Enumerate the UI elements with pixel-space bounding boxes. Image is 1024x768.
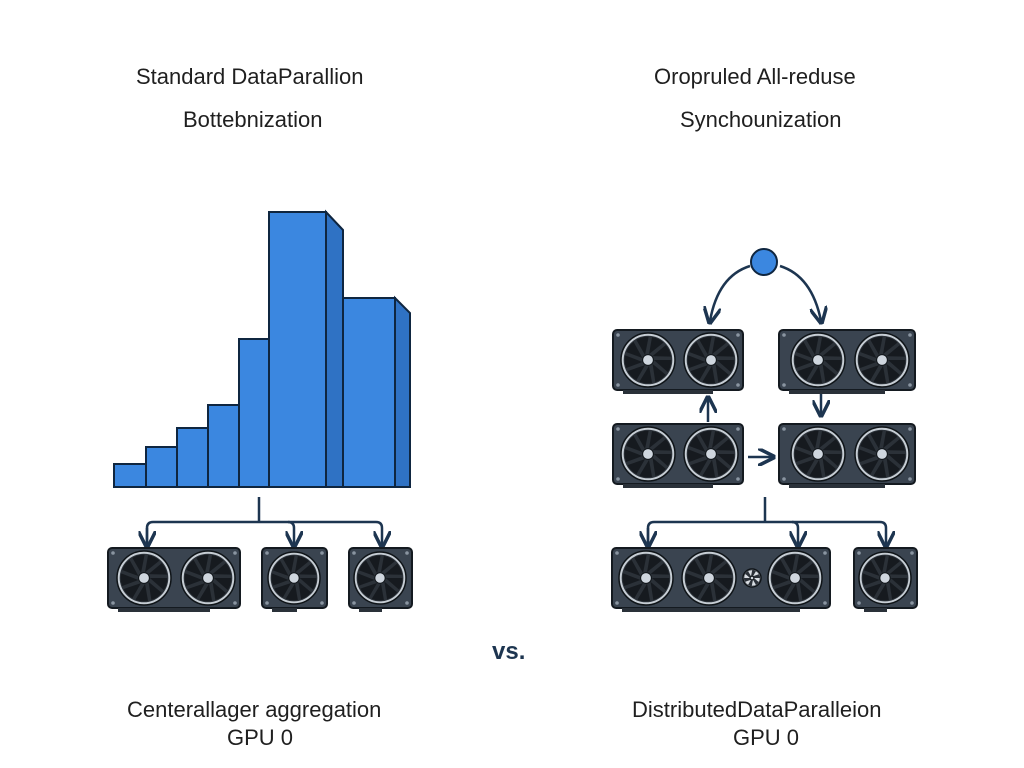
sync-node-circle (750, 248, 778, 276)
bottleneck-bar-chart (113, 209, 411, 488)
gpu-fan-icon (790, 332, 846, 388)
right-title-line1: Oropruled All-reduse (654, 64, 856, 89)
right-bottom-label-line1: DistributedDataParalleion (632, 697, 882, 722)
gpu-fan-icon (854, 332, 910, 388)
bar-step (342, 297, 396, 488)
bar-divider (325, 211, 344, 231)
gpu-card-icon (261, 547, 328, 612)
left-title-line2: Bottebnization (183, 107, 323, 132)
gpu-fan-icon (854, 426, 910, 482)
gpu-fan-icon (858, 551, 912, 605)
gpu-card-icon (612, 423, 744, 488)
bar-step (113, 463, 147, 488)
gpu-card-icon (778, 329, 916, 394)
bar-side-face (394, 295, 411, 488)
left-distribution-connectors (147, 497, 382, 545)
bar-step (207, 404, 240, 488)
gpu-fan-icon (742, 568, 762, 588)
gpu-fan-icon (790, 426, 846, 482)
gpu-card-icon (348, 547, 413, 612)
gpu-card-icon (611, 547, 831, 612)
gpu-fan-icon (267, 551, 321, 605)
gpu-card-icon (778, 423, 916, 488)
gpu-fan-icon (683, 332, 739, 388)
left-title-line1: Standard DataParallion (136, 64, 364, 89)
right-sync-flow (708, 264, 821, 457)
gpu-fan-icon (180, 550, 236, 606)
bar-step (176, 427, 209, 488)
bar-step (238, 338, 270, 488)
gpu-card-icon (853, 547, 918, 612)
right-bottom-label-line2: GPU 0 (733, 725, 800, 750)
bar-side-face (325, 209, 344, 488)
right-distribution-connectors (648, 497, 886, 545)
right-title-line2: Synchounization (680, 107, 842, 132)
bar-step (268, 211, 327, 488)
left-bottom-label-line2: GPU 0 (227, 725, 294, 750)
bar-step (145, 446, 178, 488)
left-gpu-row (107, 547, 413, 612)
gpu-fan-icon (681, 550, 737, 606)
gpu-card-icon (107, 547, 241, 612)
gpu-fan-icon (353, 551, 407, 605)
vs-label: vs. (492, 638, 526, 665)
gpu-fan-icon (683, 426, 739, 482)
gpu-fan-icon (767, 550, 823, 606)
gpu-card-icon (612, 329, 744, 394)
left-bottom-label-line1: Centerallager aggregation (127, 697, 382, 722)
gpu-fan-icon (620, 332, 676, 388)
gpu-fan-icon (620, 426, 676, 482)
gpu-fan-icon (618, 550, 674, 606)
gpu-fan-icon (116, 550, 172, 606)
right-gpu-grid (611, 329, 918, 612)
